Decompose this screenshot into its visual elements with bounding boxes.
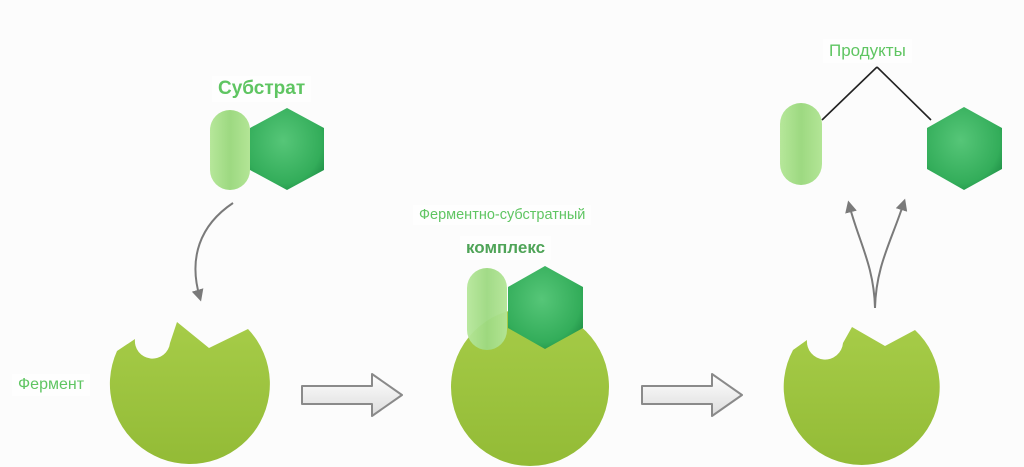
substrate-hexagon: [250, 108, 324, 190]
substrate-capsule: [210, 110, 250, 190]
release-arrow: [845, 198, 908, 309]
product-hexagon: [927, 107, 1002, 190]
enzyme-label: Фермент: [12, 374, 91, 396]
process-arrow-1: [301, 373, 403, 417]
products-connector: [821, 66, 932, 121]
process-arrow-2: [641, 373, 743, 417]
enzyme-substrate-complex: [451, 266, 609, 466]
substrate-label: Субстрат: [212, 76, 312, 102]
enzyme-1: [109, 322, 270, 464]
complex-capsule: [467, 268, 507, 350]
substrate-molecule: [210, 108, 324, 190]
binding-arrow: [191, 202, 234, 302]
products-label: Продукты: [823, 39, 912, 63]
complex-hexagon: [508, 266, 583, 349]
complex-label-line1: Ферментно-субстратный: [413, 205, 592, 225]
complex-label-line2: комплекс: [460, 236, 552, 260]
enzyme-3: [783, 327, 940, 465]
product-capsule: [780, 103, 822, 185]
